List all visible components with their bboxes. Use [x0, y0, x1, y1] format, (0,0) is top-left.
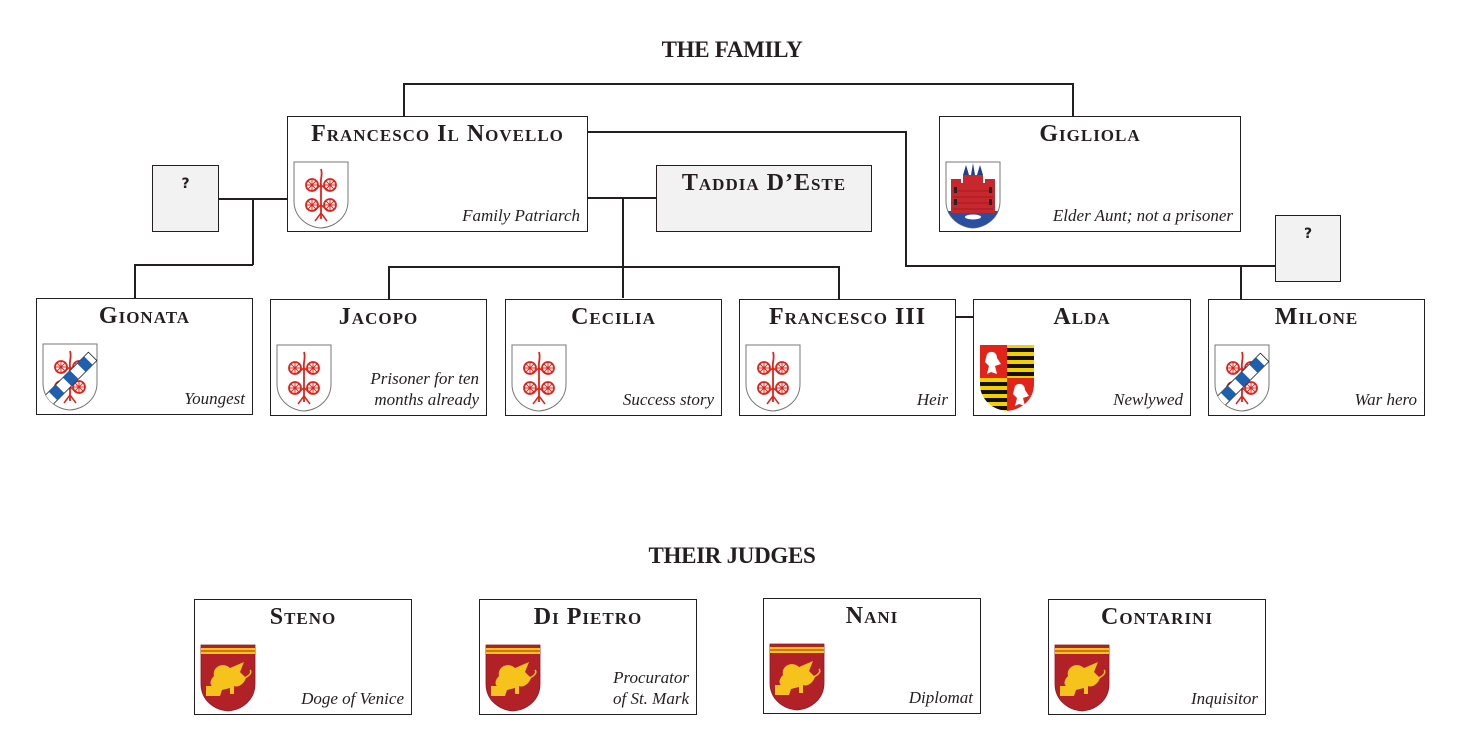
judge-note: Diplomat	[908, 688, 973, 707]
person-name: Milone	[1274, 304, 1359, 330]
person-name: Taddia D’Este	[681, 170, 847, 196]
castle-coat-of-arms-icon	[945, 161, 1001, 229]
judge-name: Nani	[845, 603, 899, 629]
judge-note: Procurator of St. Mark	[613, 667, 689, 709]
judge-card-steno: Steno Doge of Venice	[194, 599, 412, 715]
judge-name: Contarini	[1101, 604, 1213, 630]
note-line: of St. Mark	[612, 689, 689, 708]
lion-of-st-mark-icon	[769, 643, 825, 711]
family-heading: THE FAMILY	[661, 37, 803, 62]
carrara-bend-coat-of-arms-icon	[1214, 344, 1270, 412]
person-card-milone: Milone War hero	[1208, 299, 1425, 416]
carrara-coat-of-arms-icon	[745, 344, 801, 412]
quartered-lions-coat-of-arms-icon	[979, 344, 1035, 412]
person-note: Youngest	[184, 389, 245, 408]
lion-of-st-mark-icon	[200, 644, 256, 712]
judge-name: Steno	[269, 604, 337, 630]
judge-card-di-pietro: Di Pietro Procurator of St. Mark	[479, 599, 697, 715]
person-note: Prisoner for ten months already	[370, 368, 479, 410]
unknown-spouse-card-left: ?	[152, 165, 219, 232]
note-line: Procurator	[613, 668, 689, 687]
person-card-gigliola: Gigliola Elder Aunt; not a prisoner	[939, 116, 1241, 232]
person-note: War hero	[1354, 390, 1418, 409]
person-card-jacopo: Jacopo Prisoner for ten months already	[270, 299, 487, 416]
judge-card-contarini: Contarini Inquisitor	[1048, 599, 1266, 715]
person-card-francesco-iii: Francesco III Heir	[739, 299, 956, 416]
person-name: Jacopo	[338, 304, 419, 330]
person-card-cecilia: Cecilia Success story	[505, 299, 722, 416]
person-card-taddia: Taddia D’Este	[656, 165, 872, 232]
person-card-gionata: Gionata Youngest	[36, 298, 253, 415]
person-name: Cecilia	[571, 304, 656, 330]
judge-note: Inquisitor	[1190, 689, 1258, 708]
unknown-label: ?	[1303, 226, 1313, 242]
judge-card-nani: Nani Diplomat	[763, 598, 981, 714]
lion-of-st-mark-icon	[485, 644, 541, 712]
person-name: Gionata	[98, 303, 191, 329]
person-note: Newlywed	[1113, 390, 1183, 409]
judge-name: Di Pietro	[533, 604, 643, 630]
person-note: Elder Aunt; not a prisoner	[1052, 206, 1233, 225]
note-line: Prisoner for ten	[370, 369, 479, 388]
carrara-coat-of-arms-icon	[511, 344, 567, 412]
person-note: Success story	[622, 390, 714, 409]
note-line: months already	[374, 390, 479, 409]
judges-heading: THEIR JUDGES	[648, 543, 816, 568]
carrara-coat-of-arms-icon	[276, 344, 332, 412]
person-card-francesco-il-novello: Francesco Il Novello Family Patriarch	[287, 116, 588, 232]
person-name: Francesco III	[768, 304, 927, 330]
carrara-bend-coat-of-arms-icon	[42, 343, 98, 411]
judge-note: Doge of Venice	[301, 689, 404, 708]
person-name: Alda	[1053, 304, 1111, 330]
person-note: Heir	[916, 390, 948, 409]
person-card-alda: Alda Newlywed	[973, 299, 1191, 416]
person-note: Family Patriarch	[462, 206, 580, 225]
person-name: Gigliola	[1039, 121, 1141, 147]
person-name: Francesco Il Novello	[311, 121, 564, 147]
carrara-coat-of-arms-icon	[293, 161, 349, 229]
unknown-spouse-card-right: ?	[1275, 215, 1341, 282]
lion-of-st-mark-icon	[1054, 644, 1110, 712]
unknown-label: ?	[181, 176, 190, 192]
